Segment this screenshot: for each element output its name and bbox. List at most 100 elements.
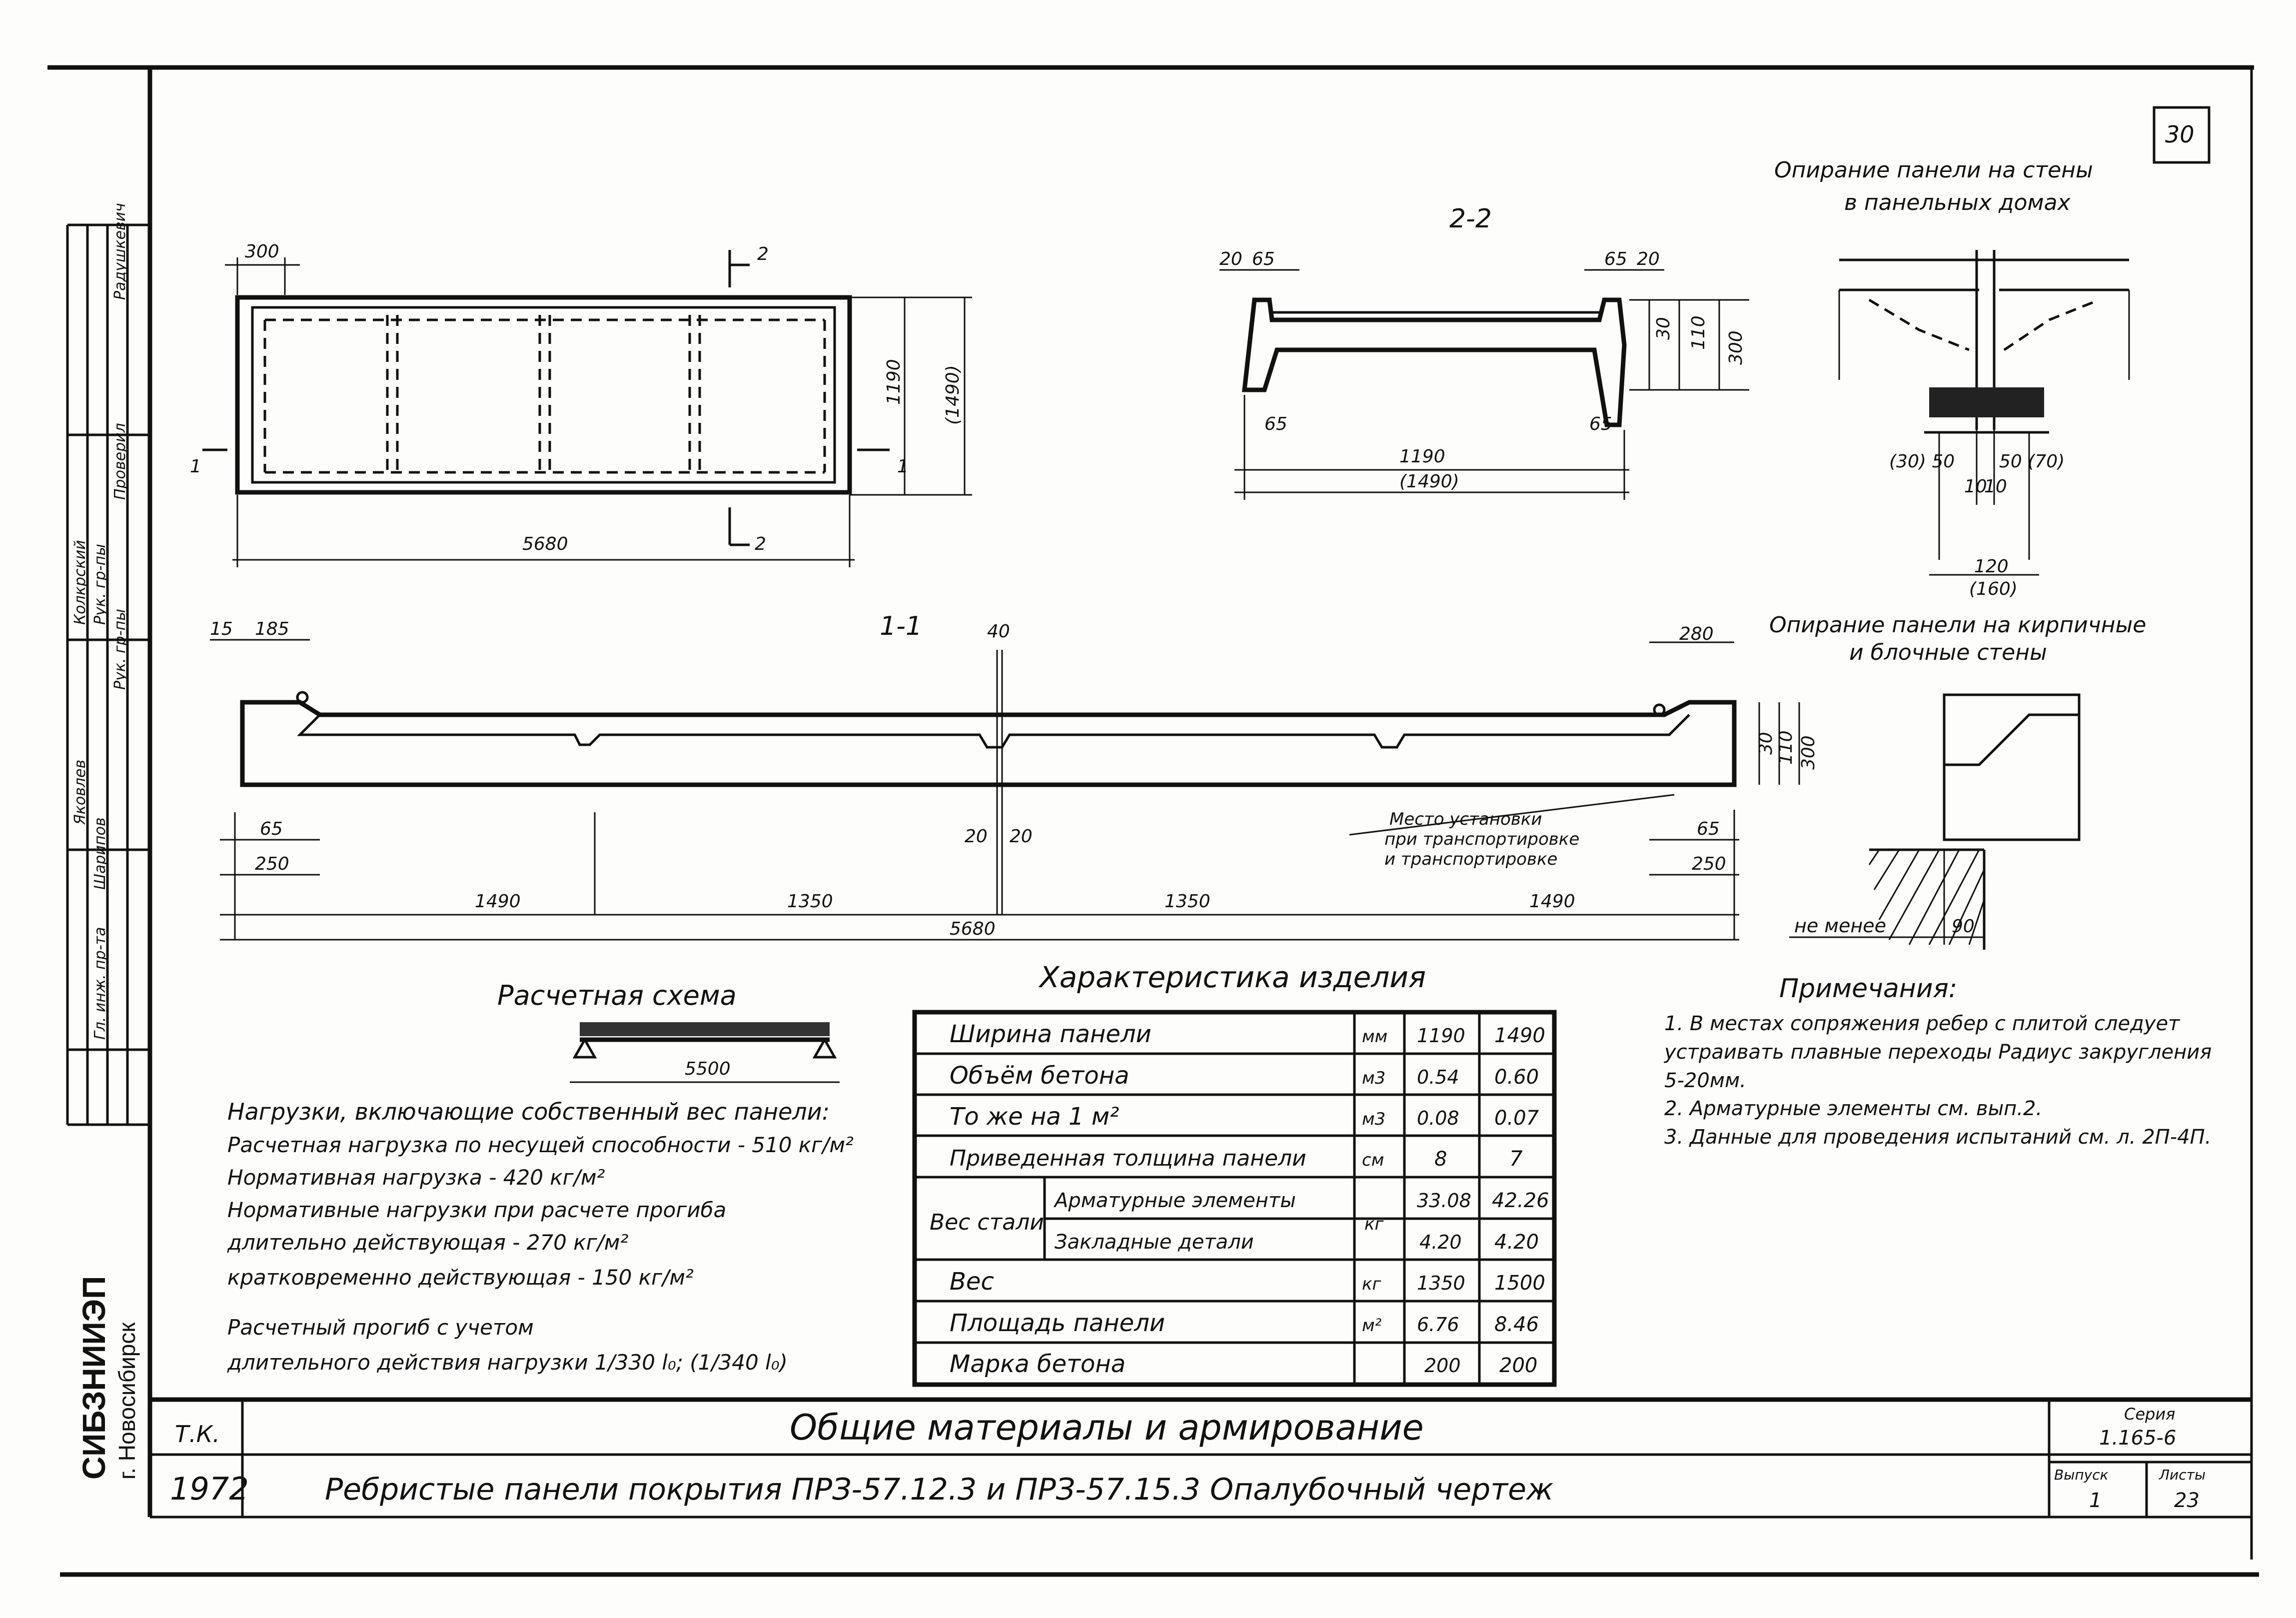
char-row-3-name: То же на 1 м² [950,1103,1119,1131]
plan-cut-1-right: 1 [897,456,909,477]
s22-d20a: 20 [1219,249,1242,269]
s11-d1490a: 1490 [475,891,521,912]
char-row-2-name: Объём бетона [950,1062,1130,1090]
note-2: 2. Арматурные элементы см. вып.2. [1664,1097,2043,1121]
section-22-title: 2-2 [1449,204,1492,234]
char-row-8-v1: 6.76 [1417,1314,1459,1336]
stamp-r2-c2: Шарипов [91,817,109,890]
support-brick-walls: Опирание панели на кирпичные и блочные с… [1769,612,2146,950]
loads-line-7: длительного действия нагрузки 1/330 l₀; … [227,1350,788,1375]
char-row-1-name: Ширина панели [950,1020,1151,1048]
section-1-1: 1-1 15 185 40 280 30 110 300 65 250 20 2… [210,611,1819,941]
vypusk-value: 1 [2089,1489,2102,1512]
char-row-7-v2: 1500 [1494,1272,1545,1295]
s11-note-3: и транспортировке [1384,849,1557,869]
s22-d65b: 65 [1604,249,1627,269]
stamp-r3-c2: Яковлев [71,760,89,825]
loads-line-6: Расчетный прогиб с учетом [227,1315,534,1340]
char-row-8-unit: м² [1362,1316,1382,1336]
support-panel-title-1: Опирание панели на стены [1774,157,2093,183]
s22-d30: 30 [1653,317,1674,340]
char-row-5-unit: кг [1364,1214,1384,1234]
loads-line-3: Нормативные нагрузки при расчете прогиба [227,1198,726,1222]
company-city: г. Новосибирск [114,1322,140,1480]
notes-block: Примечания: [1779,974,1957,1004]
section-11-title: 1-1 [880,611,922,641]
char-row-3-v1: 0.08 [1417,1107,1459,1129]
char-row-7-name: Вес [950,1268,994,1296]
design-load [580,1022,830,1036]
char-row-2-v1: 0.54 [1417,1066,1459,1088]
list-label: Листы [2159,1467,2206,1483]
char-row-5-sub: Арматурные элементы [1053,1189,1296,1212]
char-row-8: Площадь панели м² 6.76 8.46 [950,1309,1539,1337]
loads-heading: Нагрузки, включающие собственный вес пан… [227,1098,830,1125]
char-row-5-name: Вес стали [930,1210,1044,1235]
support-panel-d30: (30) 50 [1889,451,1955,472]
design-scheme-title: Расчетная схема [497,980,737,1011]
char-row-3-v2: 0.07 [1494,1107,1539,1130]
vypusk-label: Выпуск [2054,1467,2109,1483]
support-panel-d70: 50 (70) [1999,451,2065,472]
series-value: 1.165-6 [2099,1427,2176,1450]
company-name: СИБЗНИИЭП [76,1276,112,1480]
s11-d280: 280 [1679,624,1714,644]
plan-dim-5680: 5680 [522,534,568,554]
s11-d300: 300 [1798,735,1819,770]
stamp-r2-c1: Гл. инж. пр-та [91,927,109,1040]
plan-cut-2-top: 2 [757,244,769,264]
s11-d40: 40 [987,621,1010,642]
plan-cut-2-bottom: 2 [755,534,766,554]
s11-d110: 110 [1776,730,1796,765]
char-row-6-v1: 4.20 [1419,1231,1462,1253]
char-row-8-v2: 8.46 [1494,1313,1539,1336]
char-row-4-unit: см [1362,1150,1384,1170]
s22-d65c: 65 [1264,414,1287,434]
char-row-5: Вес стали Арматурные элементы кг 33.08 4… [930,1189,1549,1235]
s22-d1490: (1490) [1399,471,1459,492]
char-row-1-v2: 1490 [1494,1024,1545,1047]
characteristics-table: Характеристика изделия Ширина панели мм … [912,960,1557,1387]
support-brick-not-less: не менее [1794,915,1886,937]
char-row-6: Закладные детали 4.20 4.20 [1055,1231,1539,1254]
support-brick-title-2: и блочные стены [1849,640,2047,665]
plan-dim-1490: (1490) [943,365,963,425]
char-row-7: Вес кг 1350 1500 [950,1268,1545,1296]
loads-line-2: Нормативная нагрузка - 420 кг/м² [227,1165,605,1190]
series-label: Серия [2124,1405,2175,1424]
note-1: 1. В местах сопряжения ребер с плитой сл… [1664,1012,2212,1092]
sub-title: Ребристые панели покрытия ПРЗ-57.12.3 и … [325,1472,1553,1507]
char-row-7-unit: кг [1362,1274,1382,1294]
char-row-1-unit: мм [1362,1027,1387,1047]
s22-d1190: 1190 [1399,446,1445,467]
plan-dim-1190: 1190 [884,359,904,405]
char-row-2-unit: м3 [1362,1068,1385,1088]
s11-d250: 250 [255,854,289,874]
s22-d300: 300 [1726,330,1746,365]
stamp-r1-c4: Радушкевич [111,203,129,300]
char-row-9: Марка бетона 200 200 [950,1350,1537,1378]
char-row-9-name: Марка бетона [950,1350,1126,1378]
title-block: Т.К. 1972 Общие материалы и армирование … [170,121,2206,1512]
loads-block: Нагрузки, включающие собственный вес пан… [227,1098,854,1375]
loads-line-5: кратковременно действующая - 150 кг/м² [227,1265,694,1290]
char-row-1: Ширина панели мм 1190 1490 [950,1020,1545,1048]
support-brick-title-1: Опирание панели на кирпичные [1769,612,2146,638]
tk-label: Т.К. [175,1421,220,1448]
s11-d20a: 20 [965,826,988,847]
s11-d65b: 65 [1697,819,1720,839]
side-stamp-text: Рук. гр-пы Проверил Радушкевич Гл. инж. … [71,203,140,1480]
bearing-pad [1929,387,2044,417]
s22-d110: 110 [1688,315,1709,350]
char-row-4-v2: 7 [1509,1146,1523,1171]
s11-note-2: при транспортировке [1384,829,1579,849]
list-value: 23 [2174,1489,2200,1512]
notes-list: 1. В местах сопряжения ребер с плитой сл… [1664,1010,2229,1152]
s11-d15: 15 [210,619,233,639]
s22-d65d: 65 [1589,414,1612,434]
year: 1972 [170,1471,249,1507]
design-scheme: Расчетная схема 5500 [497,980,840,1083]
char-row-5-v1: 33.08 [1417,1190,1471,1212]
s11-d185: 185 [255,619,289,639]
char-row-3-unit: м3 [1362,1109,1385,1129]
